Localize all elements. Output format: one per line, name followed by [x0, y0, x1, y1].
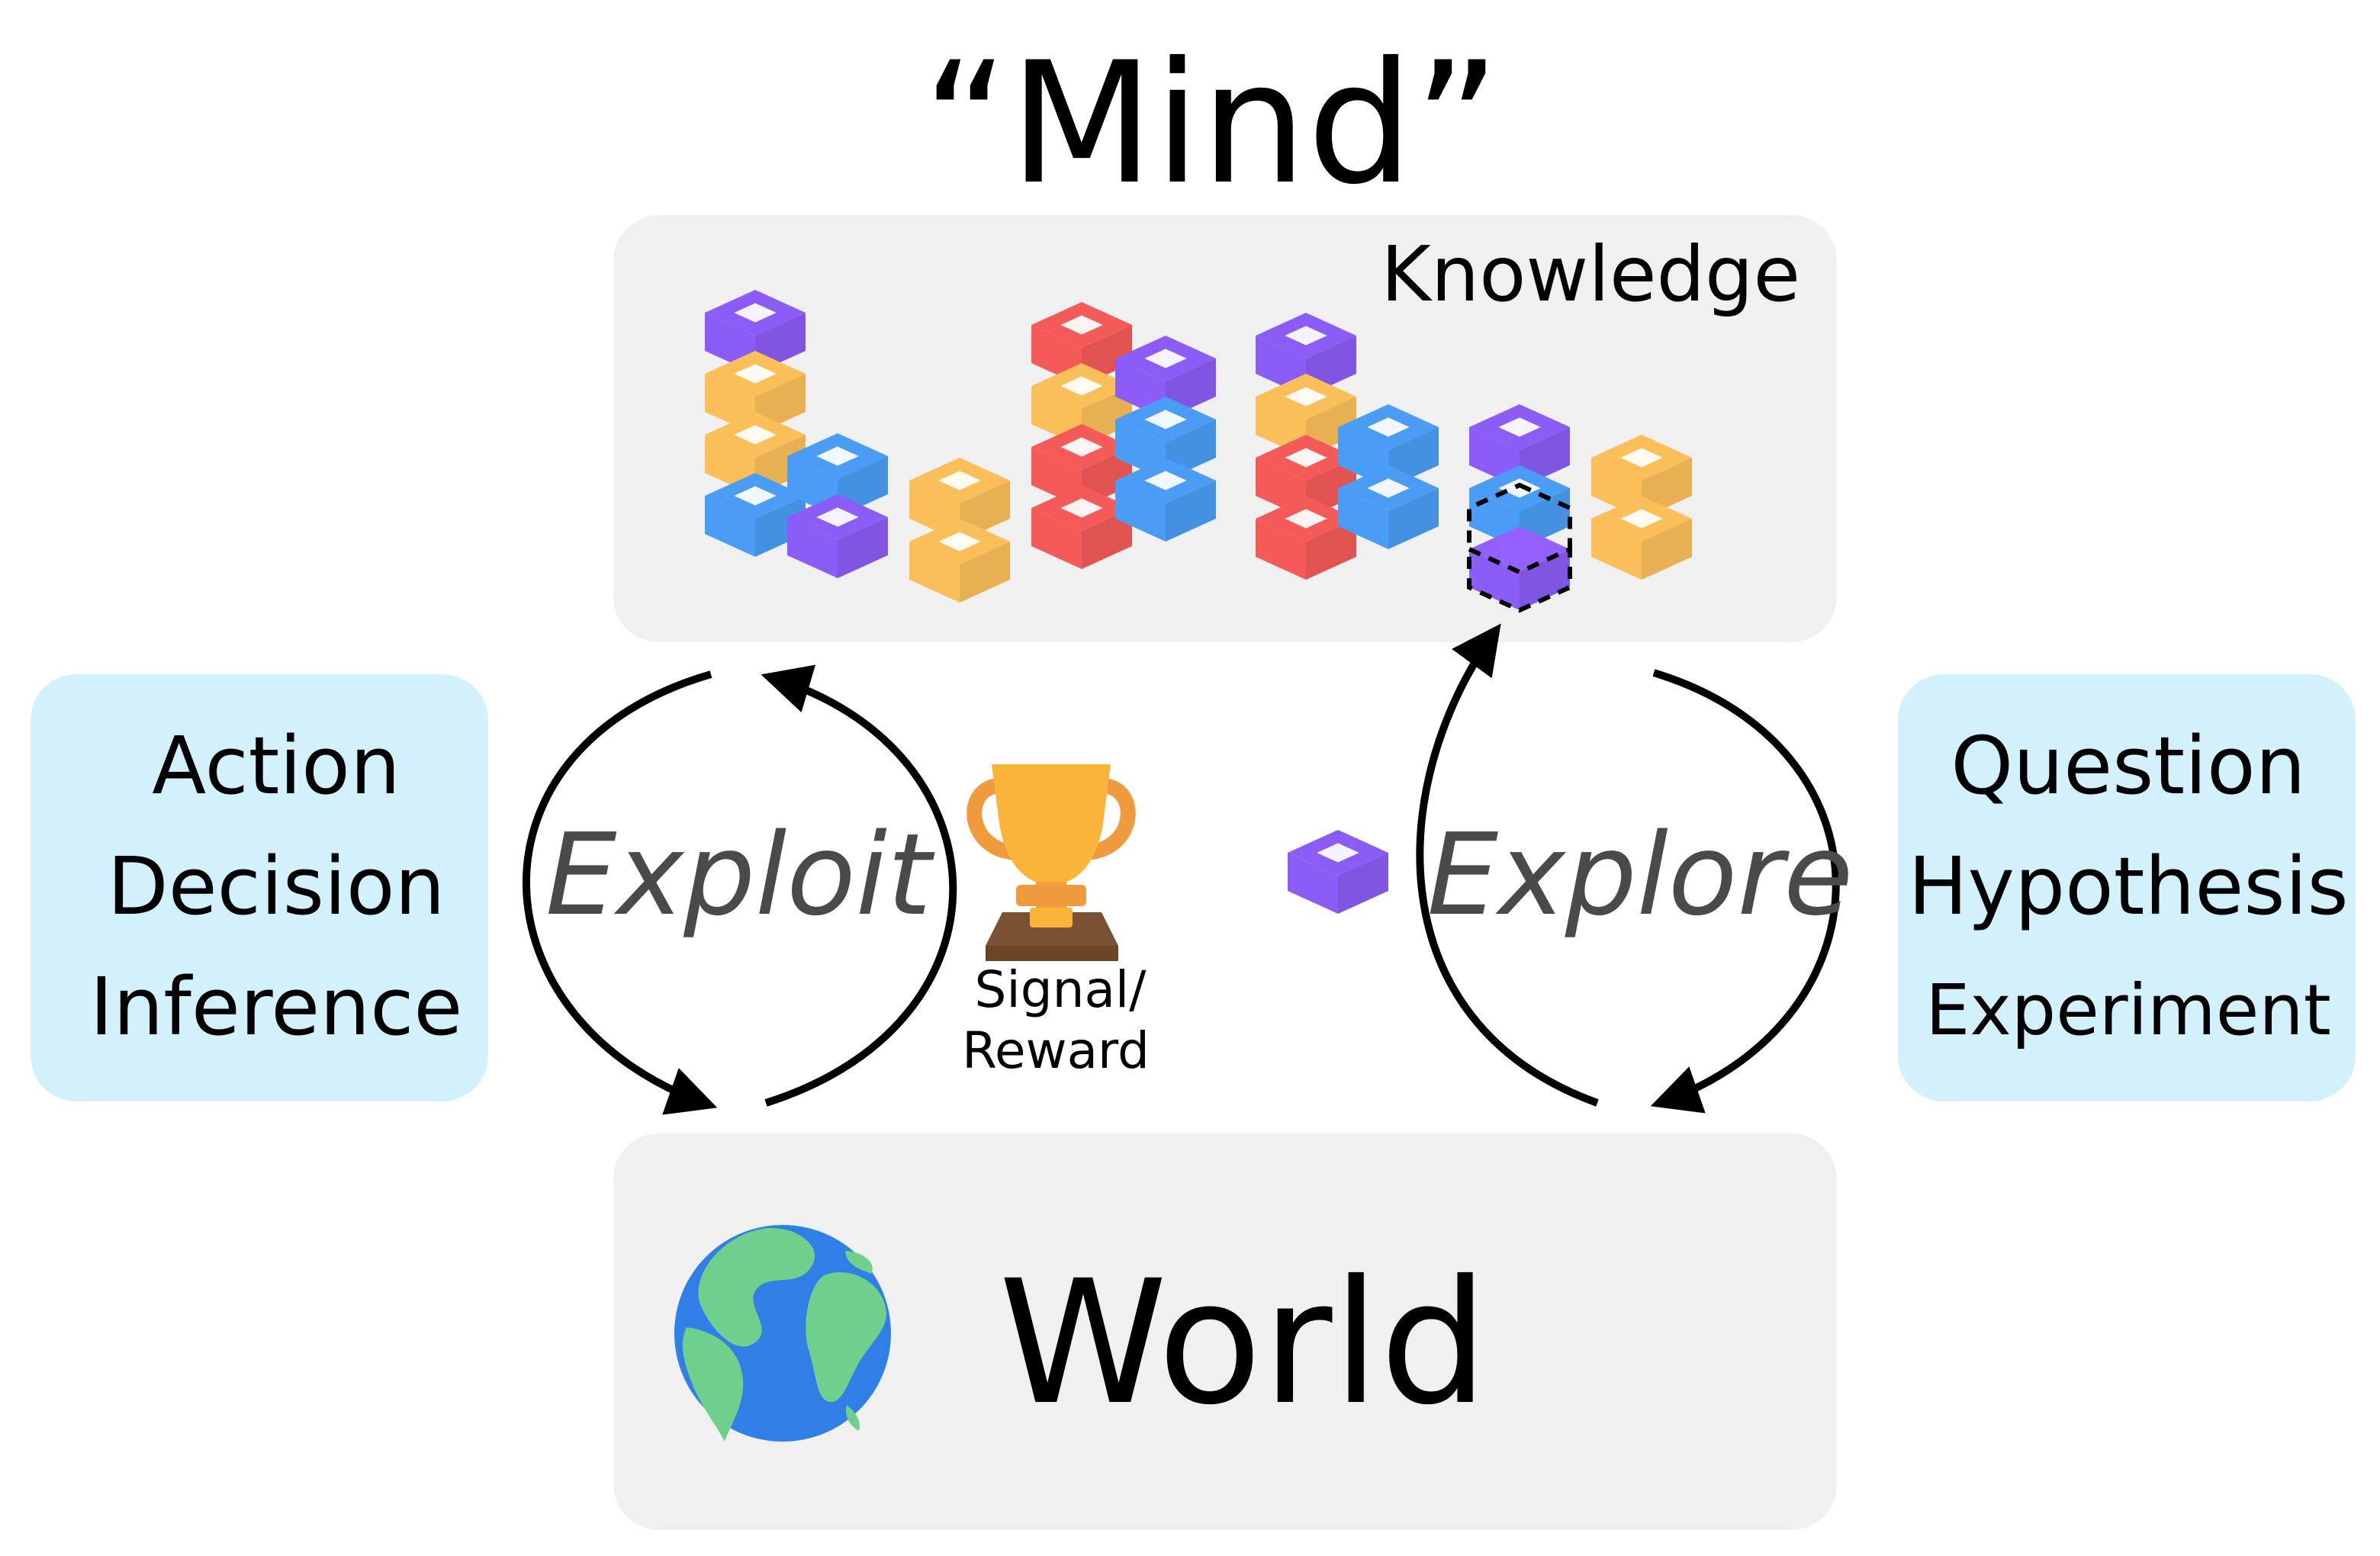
globe-icon — [674, 1225, 891, 1442]
knowledge-cube — [1338, 465, 1439, 549]
explore-arrow-down — [1650, 669, 1840, 1114]
explore-item: Hypothesis — [1908, 840, 2348, 933]
knowledge-cube — [1467, 482, 1572, 613]
knowledge-cube — [909, 519, 1010, 603]
knowledge-label: Knowledge — [1381, 230, 1800, 319]
trophy-icon — [966, 764, 1136, 961]
explore-arrow-up — [1416, 623, 1599, 1107]
cube-icon — [1288, 830, 1388, 914]
exploit-item: Inference — [90, 960, 463, 1053]
explore-items-panel — [1898, 674, 2356, 1101]
page-title: “Mind” — [922, 26, 1500, 221]
explore-label: Explore — [1427, 809, 1854, 940]
knowledge-cubes — [705, 290, 1692, 613]
exploit-item: Decision — [108, 840, 445, 933]
knowledge-cube — [1256, 496, 1356, 580]
explore-item: Question — [1951, 719, 2305, 812]
knowledge-cube — [705, 473, 806, 557]
exploit-arrow-down — [523, 670, 718, 1115]
signal-label: Signal/ — [975, 960, 1147, 1019]
world-label: World — [999, 1243, 1488, 1442]
explore-item: Experiment — [1925, 969, 2331, 1051]
reward-label: Reward — [962, 1021, 1150, 1080]
exploit-item: Action — [152, 719, 400, 812]
exploit-label: Exploit — [545, 809, 935, 940]
knowledge-cube — [1031, 485, 1132, 569]
knowledge-cube — [1115, 458, 1216, 542]
knowledge-cube — [1591, 496, 1692, 580]
knowledge-cube — [787, 494, 888, 578]
exploit-arrow-up — [761, 664, 957, 1107]
exploit-items-panel — [31, 674, 488, 1101]
world-panel — [613, 1133, 1837, 1530]
knowledge-cube — [1288, 830, 1388, 914]
